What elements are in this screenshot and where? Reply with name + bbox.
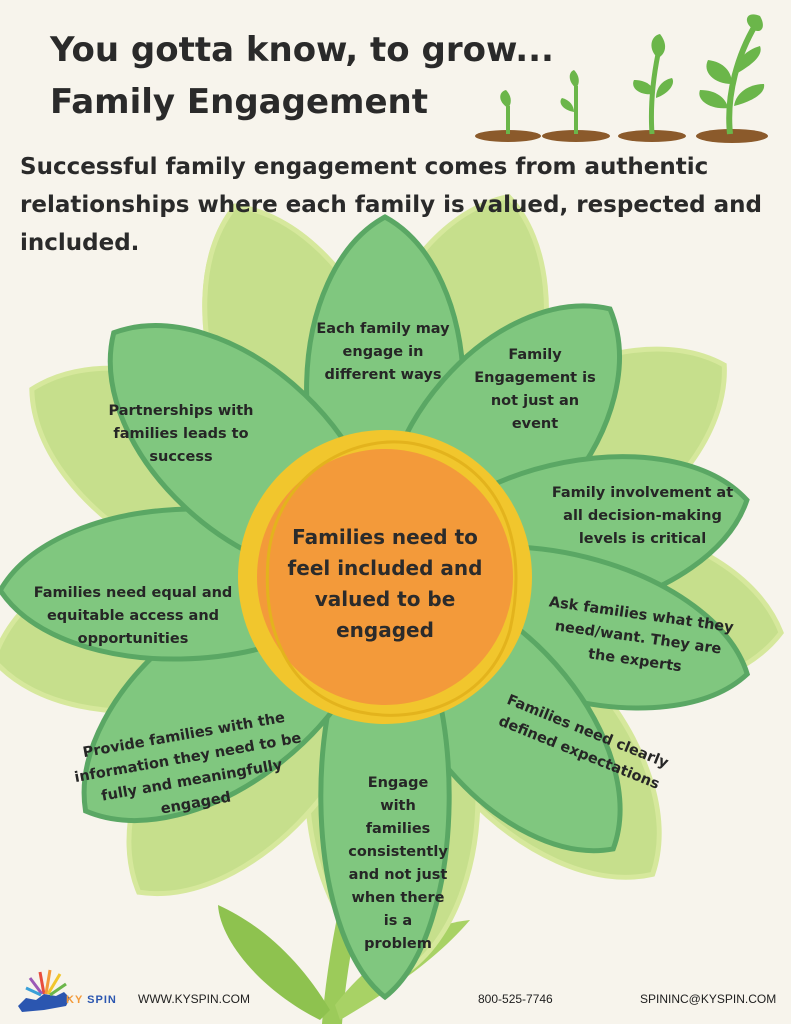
seedling-2 bbox=[542, 70, 610, 142]
footer-email[interactable]: SPININC@KYSPIN.COM bbox=[640, 992, 777, 1006]
seedling-4 bbox=[696, 14, 768, 143]
footer-phone: 800-525-7746 bbox=[478, 992, 553, 1006]
footer-website[interactable]: WWW.KYSPIN.COM bbox=[138, 992, 250, 1006]
center-ring-outline bbox=[265, 440, 518, 717]
seedling-3 bbox=[618, 34, 686, 142]
seedlings-illustration bbox=[475, 14, 768, 143]
title-line-1: You gotta know, to grow... bbox=[50, 30, 554, 70]
page-subtitle: Successful family engagement comes from … bbox=[20, 154, 762, 256]
title-line-2: Family Engagement bbox=[50, 82, 428, 122]
petal-text-partnerships: Partnerships with families leads to succ… bbox=[108, 403, 254, 465]
petal-text-engage-consistently: Engage with families consistently and no… bbox=[348, 775, 448, 952]
center-disc bbox=[257, 449, 513, 705]
kyspin-logo bbox=[18, 969, 70, 1012]
logo-ky: KY bbox=[66, 994, 84, 1006]
petal-text-decision-making: Family involvement at all decision-makin… bbox=[551, 485, 734, 547]
page-title: You gotta know, to grow... Family Engage… bbox=[50, 24, 554, 128]
logo-wordmark: KY SPIN bbox=[66, 994, 117, 1006]
sunburst-icon bbox=[25, 969, 67, 997]
logo-spin: SPIN bbox=[87, 994, 117, 1006]
seedling-1 bbox=[475, 90, 541, 142]
petal-text-not-just-event: Family Engagement is not just an event bbox=[474, 347, 596, 432]
petal-text-different-ways: Each family may engage in different ways bbox=[316, 321, 450, 383]
leaf-left bbox=[218, 905, 330, 1020]
kentucky-map-icon bbox=[18, 992, 70, 1012]
petal-text-equitable-access: Families need equal and equitable access… bbox=[33, 585, 233, 647]
center-message: Families need to feel included and value… bbox=[287, 525, 483, 642]
